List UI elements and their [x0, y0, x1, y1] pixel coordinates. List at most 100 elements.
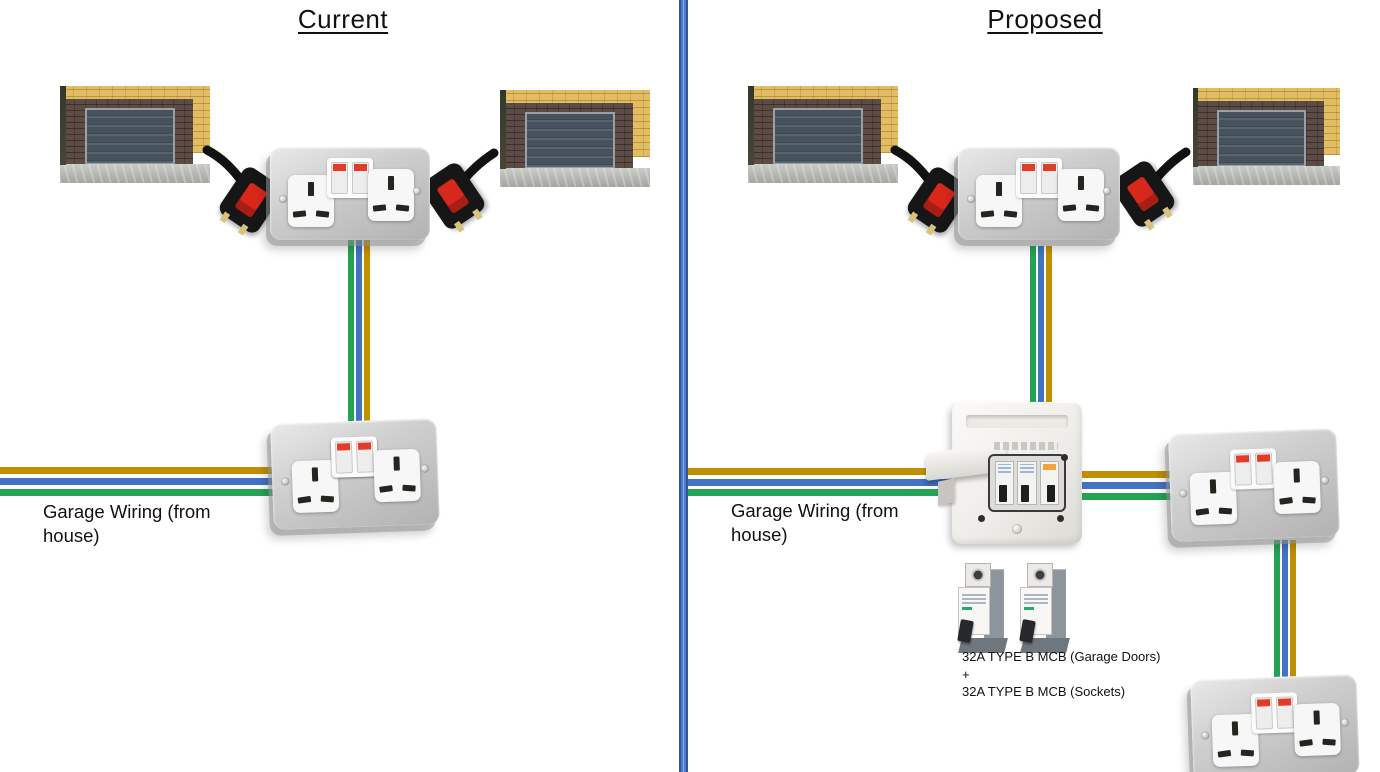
earth-pin-slot — [996, 182, 1002, 196]
neutral-pin-slot — [1302, 496, 1316, 504]
socket-switches — [330, 436, 379, 478]
wire-live-vertical-proposed-bottom — [1290, 540, 1296, 690]
mcb-terminal-block — [1027, 563, 1053, 587]
mcb-rating-label — [1024, 592, 1048, 604]
socket-screw — [967, 195, 975, 203]
wire-earth-horizontal-proposed — [688, 489, 968, 496]
rcd-test-button — [1042, 464, 1056, 470]
plug-pin — [925, 223, 937, 236]
wire-neutral-horizontal-current — [0, 478, 292, 485]
wire-neutral-vertical-current — [356, 238, 362, 430]
wire-earth-vertical-proposed-bottom — [1274, 540, 1280, 690]
mcb-in-unit — [1017, 461, 1037, 505]
plug-pin — [219, 211, 231, 224]
socket-switch — [1254, 697, 1274, 730]
consumer-unit-breaker-window — [988, 454, 1066, 512]
double-socket-proposed-top — [958, 147, 1120, 240]
double-socket-proposed-mid — [1168, 428, 1340, 542]
plug-pin — [472, 208, 483, 221]
socket-switch — [331, 162, 348, 194]
garage-foliage — [1193, 87, 1199, 168]
wire-neutral-horizontal-proposed — [688, 479, 968, 486]
plug-fuse-cover — [1126, 175, 1160, 213]
socket-outlet-right — [368, 169, 414, 221]
earth-pin-slot — [1293, 468, 1300, 483]
garage-door — [524, 112, 615, 170]
plug-fuse-cover — [436, 177, 470, 215]
live-pin-slot — [980, 210, 995, 218]
socket-switch — [355, 440, 374, 473]
earth-pin-slot — [311, 467, 319, 482]
consumer-unit-vents — [994, 442, 1058, 450]
earth-pin-slot — [1078, 176, 1084, 190]
live-pin-slot — [297, 495, 312, 504]
garage-consumer-unit — [926, 402, 1082, 544]
socket-outlet-left — [976, 175, 1022, 227]
panel-divider — [679, 0, 688, 772]
wire-live-horizontal-proposed — [688, 468, 968, 475]
earth-pin-slot — [393, 456, 400, 471]
wire-live-vertical-proposed-top — [1046, 246, 1052, 411]
plug-pin — [237, 223, 249, 236]
plug-pin — [907, 211, 919, 224]
wire-earth-vertical-proposed-top — [1030, 246, 1036, 411]
breaker-toggle — [1046, 485, 1055, 502]
mcb-caption-line1: 32A TYPE B MCB (Garage Doors) — [962, 649, 1161, 664]
plug-fuse-cover — [922, 181, 956, 219]
neutral-pin-slot — [1003, 210, 1018, 218]
socket-switches — [1250, 692, 1299, 734]
wire-earth-horizontal-unit-to-socket — [1078, 493, 1185, 500]
mcb-status-mark — [962, 607, 972, 610]
consumer-unit-screw-dot — [1057, 515, 1064, 522]
garage-driveway — [500, 168, 651, 188]
live-pin-slot — [1195, 507, 1210, 516]
plug-pin — [453, 220, 465, 233]
earth-pin-slot — [308, 182, 314, 196]
current-panel-title: Current — [297, 4, 389, 34]
wire-neutral-vertical-proposed-top — [1038, 246, 1044, 411]
garage-door — [1217, 110, 1306, 168]
neutral-pin-slot — [1322, 738, 1336, 746]
garage-foliage — [500, 89, 506, 170]
garage-photo-current-right — [497, 82, 652, 194]
mcb-front-face — [957, 587, 990, 643]
garage-foliage — [60, 85, 66, 166]
earth-pin-slot — [1231, 721, 1239, 736]
socket-outlet-right — [373, 448, 421, 503]
garage-driveway — [748, 164, 899, 184]
socket-switch — [1233, 453, 1253, 486]
garage-driveway — [60, 164, 211, 184]
double-socket-current-top — [270, 147, 430, 240]
live-pin-slot — [1062, 204, 1077, 212]
live-pin-slot — [1299, 739, 1313, 747]
live-pin-slot — [372, 204, 387, 212]
socket-screw — [1103, 187, 1111, 195]
neutral-pin-slot — [315, 210, 330, 218]
mcb-in-unit — [995, 461, 1015, 505]
garage-photo-proposed-right — [1190, 80, 1342, 192]
mcb-rating-label — [962, 592, 986, 604]
socket-switch — [334, 441, 353, 474]
consumer-unit-lid-recess — [966, 415, 1068, 428]
live-pin-slot — [292, 210, 307, 218]
wire-neutral-horizontal-unit-to-socket — [1078, 482, 1185, 489]
garage-driveway — [1193, 166, 1341, 186]
neutral-pin-slot — [1218, 507, 1233, 515]
earth-pin-slot — [1313, 710, 1320, 725]
garage-foliage — [748, 85, 754, 166]
socket-outlet-right — [1058, 169, 1104, 221]
mcb-terminal-block — [965, 563, 991, 587]
wire-earth-vertical-current — [348, 238, 354, 430]
wire-live-horizontal-current — [0, 467, 292, 474]
neutral-pin-slot — [402, 484, 416, 492]
live-pin-slot — [1279, 497, 1293, 505]
socket-switch — [352, 162, 369, 194]
mcb-caption-line2: + — [962, 666, 970, 682]
socket-outlet-right — [1273, 460, 1322, 515]
neutral-pin-slot — [1240, 749, 1255, 757]
proposed-panel-title: Proposed — [987, 4, 1103, 34]
plug-pin — [1143, 218, 1155, 231]
breaker-label — [998, 464, 1012, 473]
socket-outlet-left — [288, 175, 334, 227]
